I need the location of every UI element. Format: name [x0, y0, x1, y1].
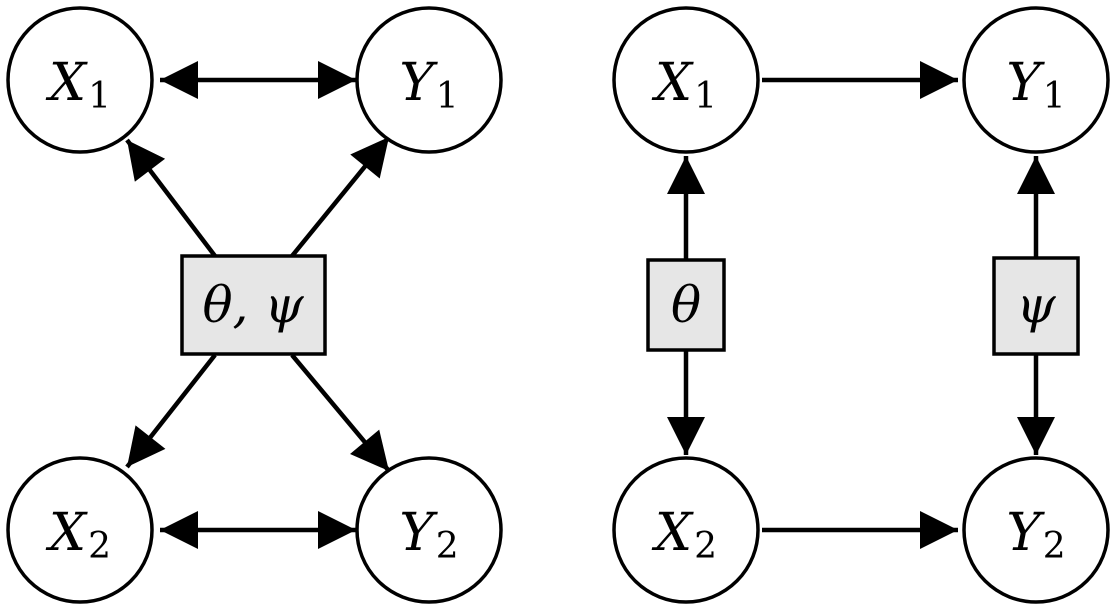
node-y1-right: Y1	[962, 6, 1110, 154]
node-label-sub: 1	[1043, 76, 1066, 117]
param-label: ψ	[1016, 276, 1056, 334]
node-label-sub: 1	[88, 76, 111, 117]
param-label: θ, ψ	[202, 276, 304, 334]
node-y2-right: Y2	[962, 456, 1110, 604]
node-label-sub: 1	[436, 76, 459, 117]
param-box-theta-psi: θ, ψ	[180, 254, 327, 356]
edge-param-x2	[125, 353, 217, 469]
node-x2-right: X2	[612, 456, 760, 604]
node-label-sub: 2	[1043, 526, 1066, 567]
node-label-base: Y	[1006, 503, 1045, 563]
node-label-sub: 2	[88, 526, 111, 567]
node-label-sub: 2	[694, 526, 717, 567]
svg-text:X1: X1	[45, 53, 111, 117]
node-label-base: X	[651, 503, 694, 563]
svg-text:Y2: Y2	[399, 503, 458, 567]
node-label-sub: 2	[436, 526, 459, 567]
node-label-base: X	[45, 503, 88, 563]
node-label-base: Y	[1006, 53, 1045, 113]
node-x2-left: X2	[6, 456, 154, 604]
node-y1-left: Y1	[355, 6, 503, 154]
param-box-theta: θ	[646, 258, 726, 352]
svg-text:X2: X2	[45, 503, 111, 567]
svg-text:X1: X1	[651, 53, 717, 117]
right-graph: X1 Y1 X2 Y2 θ ψ	[612, 6, 1110, 604]
node-label-base: X	[45, 53, 88, 113]
svg-text:X2: X2	[651, 503, 717, 567]
node-label-base: X	[651, 53, 694, 113]
left-graph: X1 Y1 X2 Y2 θ, ψ	[6, 6, 503, 604]
param-label: θ	[671, 276, 701, 334]
edge-param-x1	[125, 138, 217, 258]
node-y2-left: Y2	[355, 456, 503, 604]
param-box-psi: ψ	[992, 256, 1080, 356]
node-label-base: Y	[399, 53, 438, 113]
node-x1-left: X1	[6, 6, 154, 154]
edge-param-y2	[290, 353, 391, 473]
node-label-base: Y	[399, 503, 438, 563]
svg-text:Y2: Y2	[1006, 503, 1065, 567]
svg-text:Y1: Y1	[1006, 53, 1065, 117]
svg-text:Y1: Y1	[399, 53, 458, 117]
node-label-sub: 1	[694, 76, 717, 117]
edge-param-y1	[290, 135, 391, 258]
node-x1-right: X1	[612, 6, 760, 154]
